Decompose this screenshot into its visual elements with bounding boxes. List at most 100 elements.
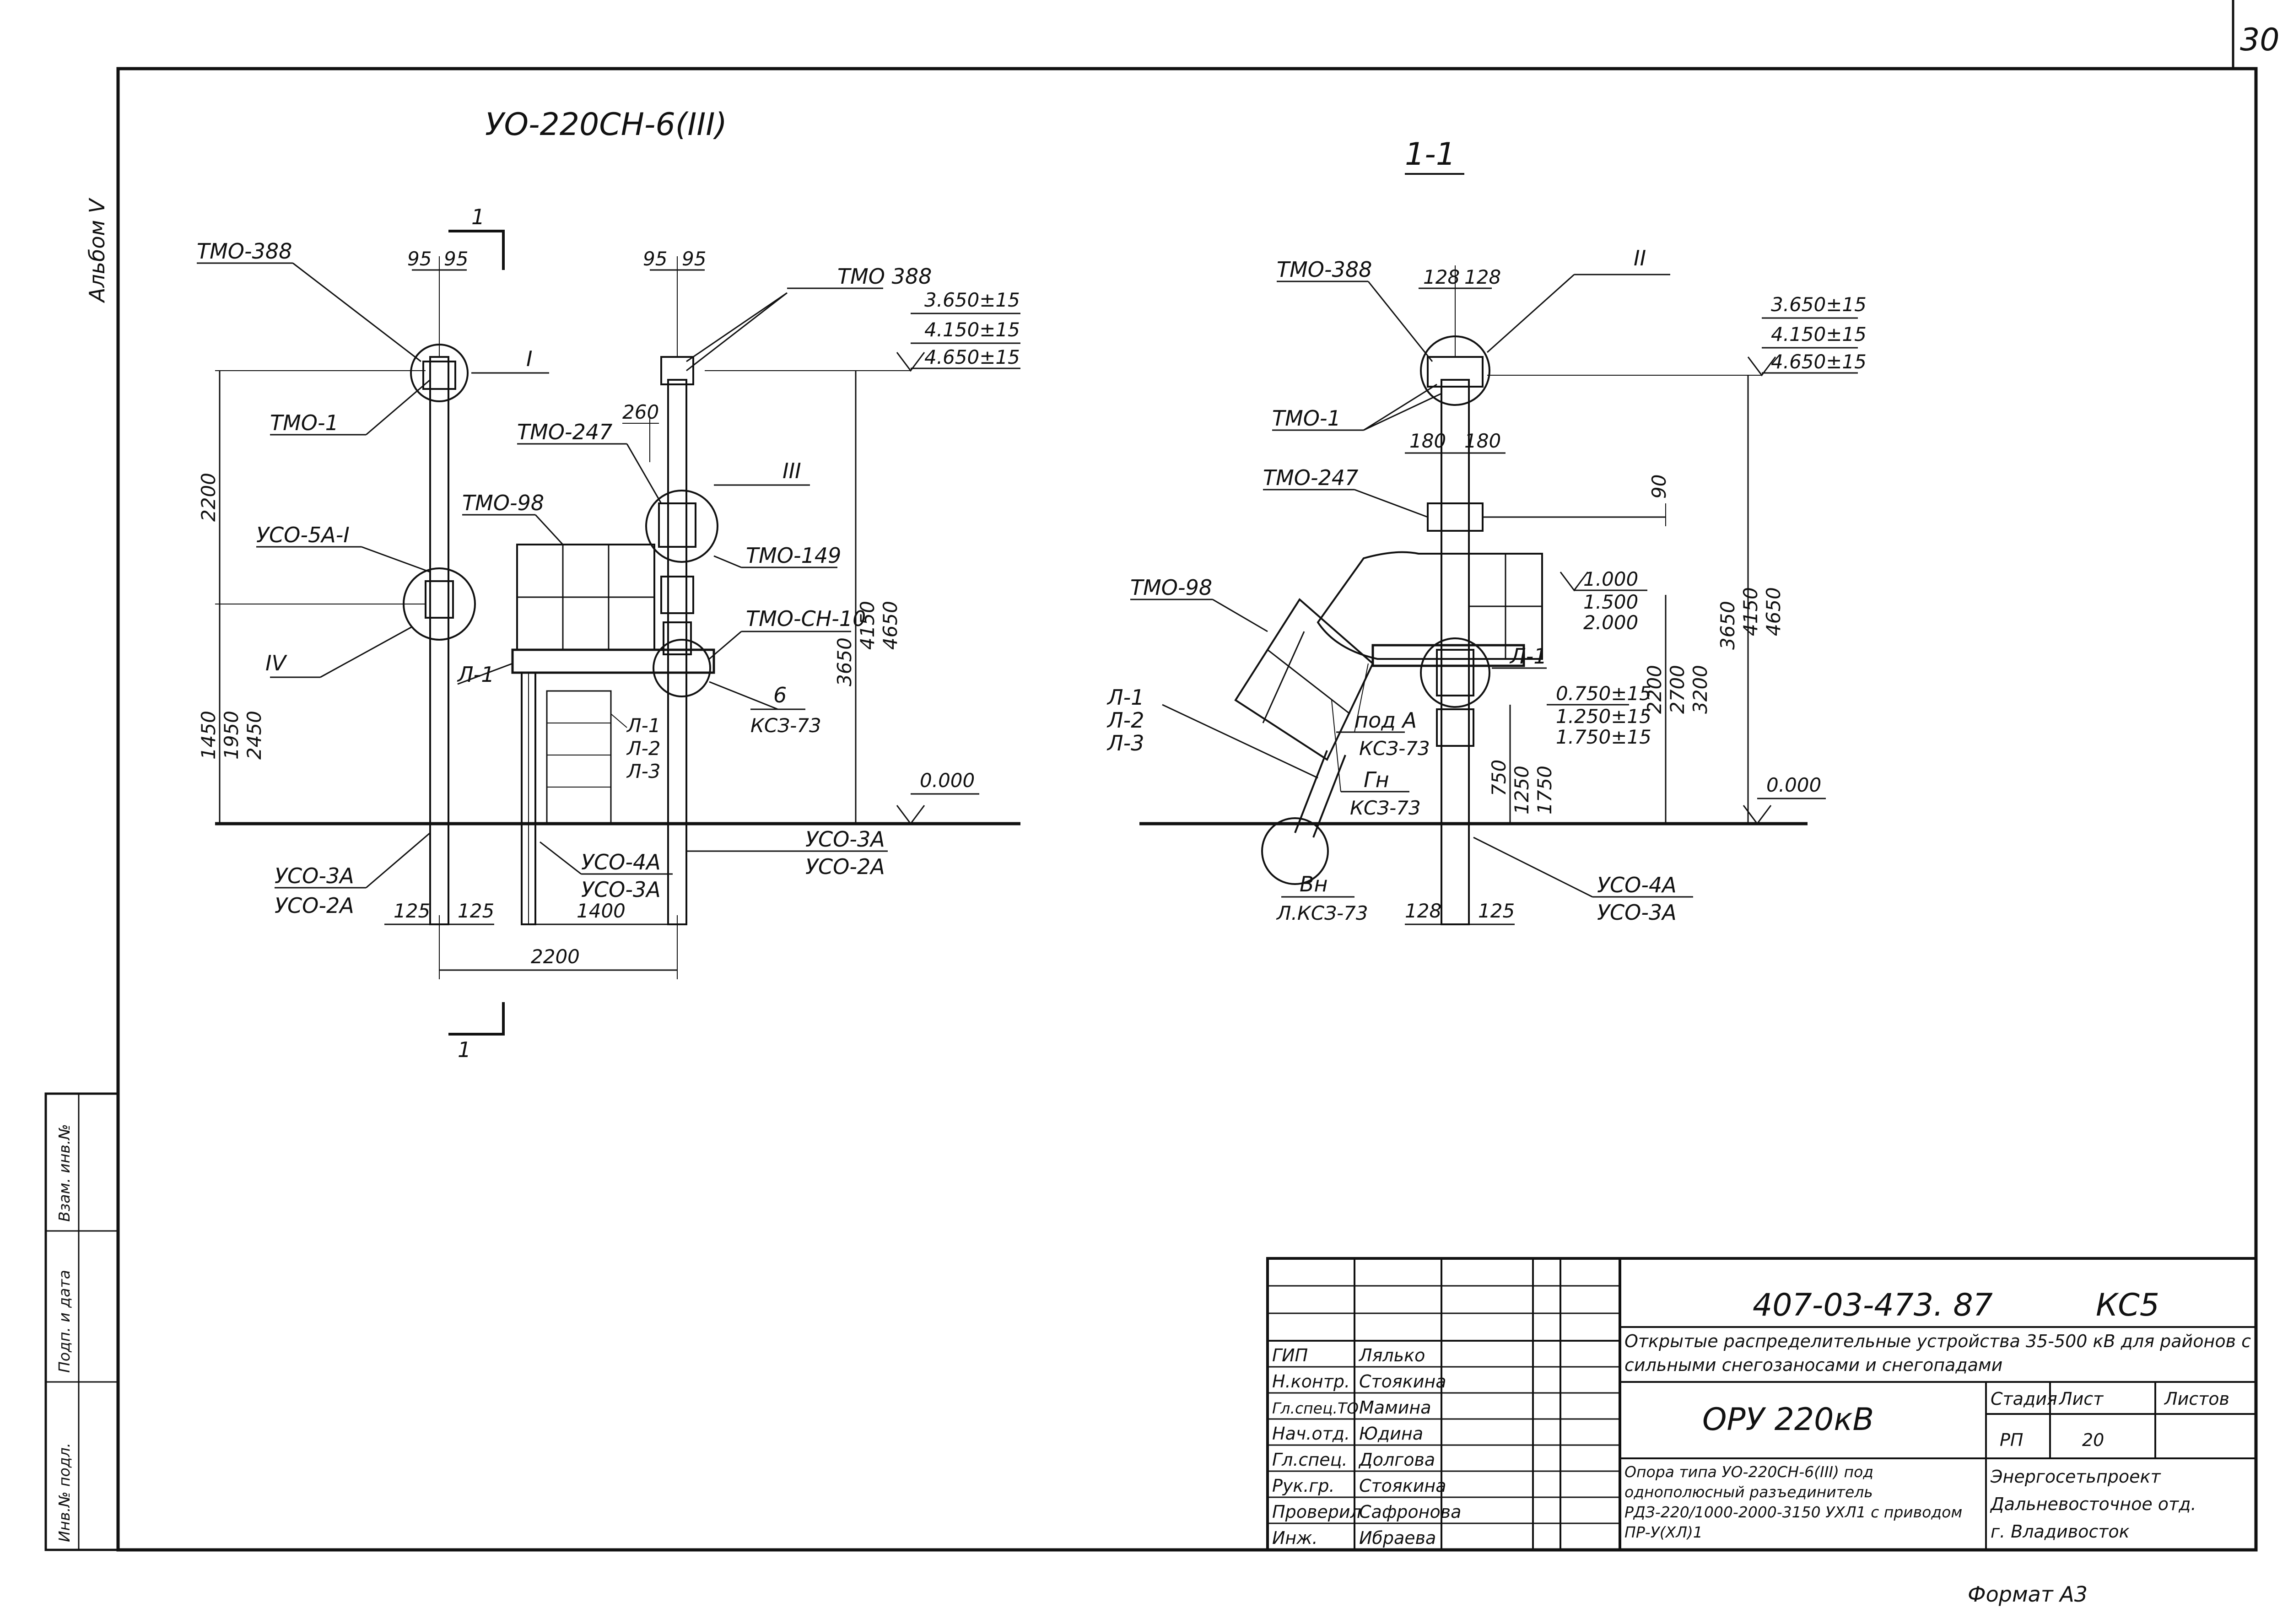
staff-name-3: Юдина	[1359, 1424, 1423, 1444]
dim-top-4: 95	[682, 248, 706, 270]
leg-mid-1: УСО-4А	[581, 850, 661, 874]
dim-260: 260	[622, 401, 659, 423]
doc-code: 407-03-473. 87	[1753, 1287, 1993, 1323]
staff-name-2: Мамина	[1359, 1397, 1431, 1418]
leg-left-2: УСО-2А	[275, 893, 354, 918]
sec-elev-mid-2: 1.500	[1583, 591, 1638, 613]
callout-tmo-1: ТМО-1	[270, 410, 339, 435]
sec-vdim-3650: 3650	[1716, 601, 1739, 650]
label-6: 6	[773, 683, 787, 707]
sec-elev-low-2: 1.250±15	[1556, 705, 1651, 728]
sec-vdim-750: 750	[1488, 760, 1510, 796]
hdim-2200: 2200	[531, 945, 580, 968]
header-sheets: Листов	[2164, 1389, 2229, 1409]
sec-roman-II: II	[1634, 246, 1646, 270]
album-label: Альбом V	[85, 197, 109, 303]
sec-callout-tmo-247: ТМО-247	[1263, 465, 1358, 490]
sheet-number: 20	[2082, 1430, 2104, 1450]
roman-I: I	[526, 346, 533, 371]
elev-front-1: 3.650±15	[924, 289, 1020, 311]
staff-role-0: ГИП	[1272, 1345, 1308, 1365]
elev-front-2: 4.150±15	[924, 318, 1020, 341]
sec-vdim-4650: 4650	[1762, 587, 1785, 636]
sheet-frame	[116, 0, 2258, 1552]
vdim-4150: 4150	[856, 601, 879, 650]
staff-role-3: Нач.отд.	[1272, 1424, 1350, 1444]
dim-top-1: 95	[407, 248, 432, 270]
hdim-125-b: 125	[458, 900, 494, 922]
staff-name-0: Лялько	[1358, 1345, 1425, 1365]
sec-callout-tmo-1: ТМО-1	[1272, 406, 1341, 431]
sec-callout-l1: Л-1	[1509, 644, 1547, 669]
elev-front-zero: 0.000	[920, 769, 975, 792]
project-title: Открытые распределительные устройства 35…	[1624, 1331, 2251, 1375]
hdim-125-a: 125	[394, 900, 430, 922]
section-view: 1-1 128 128 180 180 90	[1106, 136, 1867, 925]
sec-vdim-2200: 2200	[1643, 665, 1666, 714]
elev-front-3: 4.650±15	[924, 346, 1020, 368]
leg-left-1: УСО-3А	[275, 863, 354, 888]
format-note: Формат А3	[1968, 1582, 2088, 1607]
sheet-title: Опора типа УО-220СН-6(III) под однополюс…	[1624, 1463, 1963, 1541]
sec-dim-mid-1: 180	[1409, 430, 1446, 452]
sec-ks-3: Л.КСЗ-73	[1276, 902, 1368, 924]
sec-callout-tmo-388: ТМО-388	[1277, 257, 1372, 282]
sec-elev-mid-1: 1.000	[1583, 568, 1638, 590]
sec-elev-low-1: 0.750±15	[1556, 682, 1651, 705]
sec-callout-tmo-98: ТМО-98	[1130, 575, 1212, 600]
sec-ks-1: КСЗ-73	[1359, 737, 1430, 760]
sec-dim-top-2: 128	[1464, 266, 1501, 288]
sec-vdim-1750: 1750	[1533, 766, 1556, 815]
stamp-replaces-inv: Взам. инв.№	[55, 1124, 73, 1222]
sec-ks-2: КСЗ-73	[1350, 797, 1421, 819]
sec-elev-top-2: 4.150±15	[1771, 323, 1867, 345]
callout-circle-III	[645, 490, 718, 563]
callout-l1: Л-1	[457, 662, 494, 687]
callout-circle-I	[410, 344, 469, 402]
sec-vdim-2700: 2700	[1666, 665, 1689, 714]
staff-name-5: Стоякина	[1359, 1476, 1446, 1496]
header-stage: Стадия	[1991, 1389, 2057, 1409]
dim-top-2: 95	[444, 248, 468, 270]
sec-stack-l1: Л-1	[1106, 685, 1144, 710]
stack-l3: Л-3	[626, 760, 660, 782]
staff-role-2: Гл.спец.ТО	[1272, 1399, 1359, 1417]
sec-dim-bot-2: 125	[1478, 900, 1515, 922]
staff-role-4: Гл.спец.	[1272, 1450, 1348, 1470]
doc-mark: КС5	[2096, 1287, 2159, 1323]
sec-elev-zero: 0.000	[1766, 774, 1821, 796]
stack-l2: Л-2	[626, 737, 660, 760]
header-sheet: Лист	[2058, 1389, 2104, 1409]
vdim-4650: 4650	[879, 601, 901, 650]
sec-dim-90: 90	[1648, 475, 1670, 499]
staff-role-7: Инж.	[1272, 1528, 1318, 1548]
org-city: г. Владивосток	[1991, 1521, 2130, 1542]
side-stamp: Инв.№ подл. Подп. и дата Взам. инв.№	[44, 1092, 119, 1551]
vdim-3650: 3650	[833, 637, 856, 686]
roman-IV: IV	[265, 651, 288, 675]
callout-tmo-98: ТМО-98	[462, 491, 544, 515]
sec-dim-top-1: 128	[1423, 266, 1460, 288]
sec-gn: Гн	[1364, 767, 1389, 792]
sec-vdim-1250: 1250	[1511, 766, 1533, 815]
staff-name-4: Долгова	[1358, 1450, 1435, 1470]
staff-role-5: Рук.гр.	[1272, 1476, 1335, 1496]
sec-elev-low-3: 1.750±15	[1556, 726, 1651, 748]
front-view-title: УО-220СН-6(III)	[485, 107, 727, 143]
sec-elev-top-3: 4.650±15	[1771, 351, 1867, 373]
sec-vdim-3200: 3200	[1689, 665, 1711, 714]
sec-stack-l2: Л-2	[1106, 708, 1144, 733]
callout-tmo-sn-10: ТМО-СН-10	[746, 606, 866, 631]
callout-tmo-247: ТМО-247	[517, 420, 612, 444]
page-number: 30	[2240, 22, 2280, 58]
staff-role-1: Н.контр.	[1272, 1371, 1350, 1392]
staff-role-6: Проверил	[1272, 1502, 1361, 1522]
sec-dim-mid-2: 180	[1464, 430, 1501, 452]
label-ks-front: КСЗ-73	[750, 714, 821, 737]
staff-name-7: Ибраева	[1359, 1528, 1436, 1548]
callout-circle-II	[1420, 335, 1490, 406]
sec-vdim-4150: 4150	[1739, 587, 1762, 636]
callout-circle-lower	[1420, 637, 1490, 708]
sec-vn: Вн	[1300, 872, 1328, 896]
section-mark-bottom: 1	[458, 1037, 471, 1062]
